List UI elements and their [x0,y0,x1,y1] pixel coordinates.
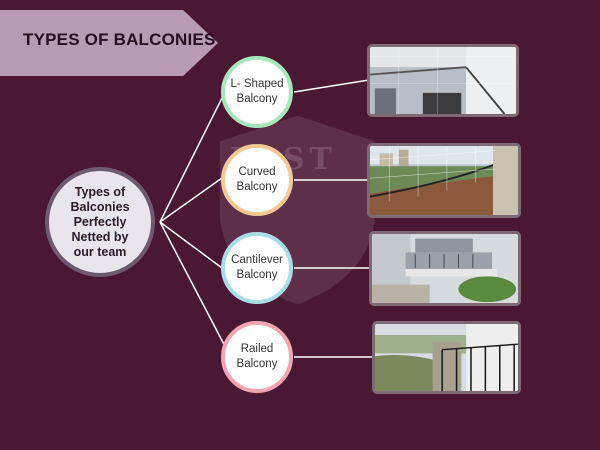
node-curved-balcony: Curved Balcony [221,144,293,216]
curved-balcony-photo [367,143,521,218]
railed-balcony-photo [372,321,521,394]
node-label: Curved Balcony [226,165,288,195]
hub-circle: Types of Balconies Perfectly Netted by o… [45,167,155,277]
connector-hub-to-node-1 [160,92,225,222]
l-shaped-balcony-photo [367,44,519,117]
hub-label: Types of Balconies Perfectly Netted by o… [60,185,140,260]
node-label: L- Shaped Balcony [226,77,288,107]
node-l-shaped-balcony: L- Shaped Balcony [221,56,293,128]
connector-hub-to-node-4 [160,222,228,352]
node-label: Railed Balcony [226,342,288,372]
node-cantilever-balcony: Cantilever Balcony [221,232,293,304]
connector-hub-to-node-2 [160,178,222,222]
node-label: Cantilever Balcony [226,253,288,283]
connector-hub-to-node-3 [160,222,222,268]
cantilever-balcony-photo [369,231,521,306]
connector-node-1-to-photo [294,80,369,92]
node-railed-balcony: Railed Balcony [221,321,293,393]
